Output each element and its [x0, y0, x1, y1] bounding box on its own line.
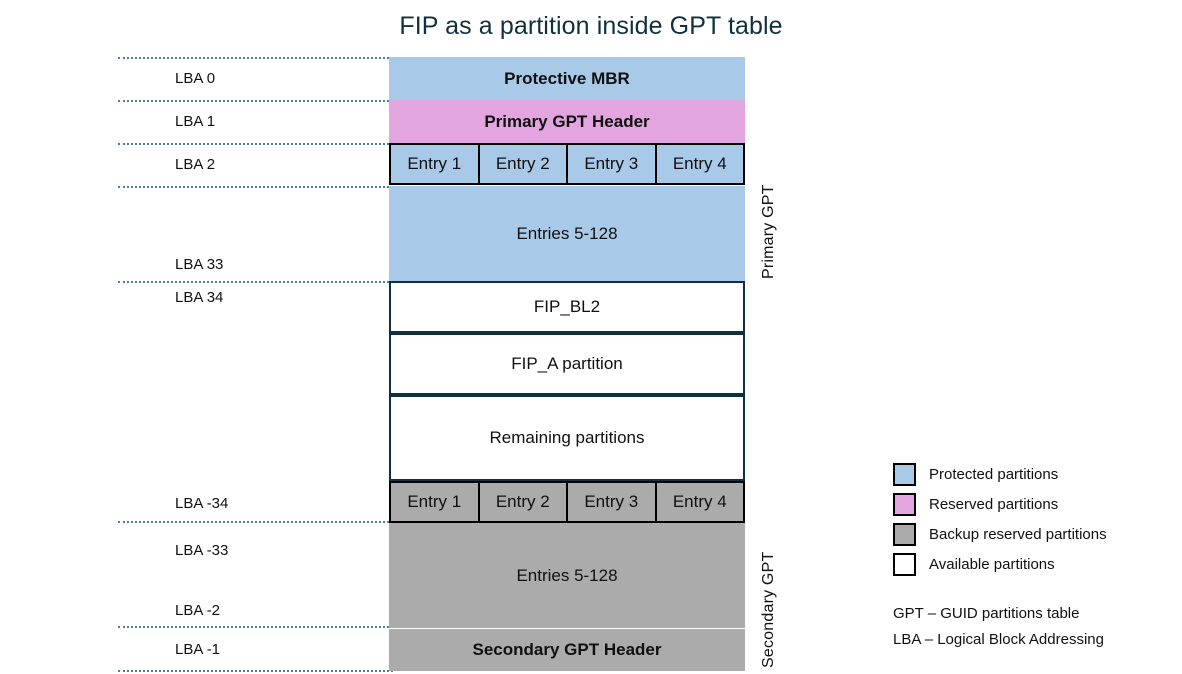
remaining-partitions: Remaining partitions — [389, 395, 745, 481]
entries-5-128-primary: Entries 5-128 — [389, 186, 745, 281]
legend-swatch-backup-reserved-partitions — [893, 522, 916, 546]
guide-line-5 — [118, 521, 393, 523]
lba-label: LBA 2 — [175, 156, 216, 173]
legend-label: Reserved partitions — [929, 495, 1059, 513]
guide-line-7 — [118, 670, 393, 672]
legend-row-available-partitions: Available partitions — [893, 549, 1163, 579]
partition-entry-cell: Entry 4 — [656, 483, 743, 521]
legend-note: LBA – Logical Block Addressing — [893, 631, 1104, 648]
page-title: FIP as a partition inside GPT table — [399, 12, 783, 40]
guide-line-2 — [118, 143, 393, 145]
legend-row-backup-reserved-partitions: Backup reserved partitions — [893, 519, 1163, 549]
partition-entry-cell: Entry 3 — [568, 145, 657, 183]
lba-label: LBA 33 — [175, 256, 224, 273]
legend-swatch-protected-partitions — [893, 462, 916, 486]
fip-bl2: FIP_BL2 — [389, 281, 745, 333]
legend-row-protected-partitions: Protected partitions — [893, 459, 1163, 489]
guide-line-4 — [118, 281, 393, 283]
legend-note: GPT – GUID partitions table — [893, 605, 1080, 622]
guide-line-0 — [118, 57, 393, 59]
lba-label: LBA -33 — [175, 542, 229, 559]
legend-label: Backup reserved partitions — [929, 525, 1107, 543]
protective-mbr: Protective MBR — [389, 57, 745, 100]
secondary-gpt-side-label: Secondary GPT — [760, 551, 777, 668]
legend-swatch-available-partitions — [893, 552, 916, 576]
lba-label: LBA -2 — [175, 602, 221, 619]
entries-5-128-secondary: Entries 5-128 — [389, 523, 745, 628]
partition-entry-cell: Entry 2 — [479, 483, 568, 521]
legend-swatch-reserved-partitions — [893, 492, 916, 516]
secondary-gpt-header: Secondary GPT Header — [389, 629, 745, 671]
lba-label: LBA 1 — [175, 113, 216, 130]
partition-entry-cell: Entry 2 — [479, 145, 568, 183]
partition-entry-cell: Entry 1 — [391, 483, 480, 521]
legend-label: Protected partitions — [929, 465, 1059, 483]
fip-a-partition: FIP_A partition — [389, 333, 745, 395]
lba-label: LBA 0 — [175, 70, 216, 87]
partition-entry-cell: Entry 1 — [391, 145, 480, 183]
partition-entry-cell: Entry 4 — [656, 145, 743, 183]
guide-line-1 — [118, 100, 393, 102]
legend-row-reserved-partitions: Reserved partitions — [893, 489, 1163, 519]
guide-line-3 — [118, 186, 393, 188]
guide-line-6 — [118, 626, 393, 628]
legend-label: Available partitions — [929, 555, 1055, 573]
lba-label: LBA 34 — [175, 289, 224, 306]
lba-label: LBA -34 — [175, 495, 229, 512]
partition-entry-cell: Entry 3 — [568, 483, 657, 521]
lba-label: LBA -1 — [175, 641, 221, 658]
primary-gpt-header: Primary GPT Header — [389, 100, 745, 143]
primary-gpt-side-label: Primary GPT — [760, 184, 777, 279]
